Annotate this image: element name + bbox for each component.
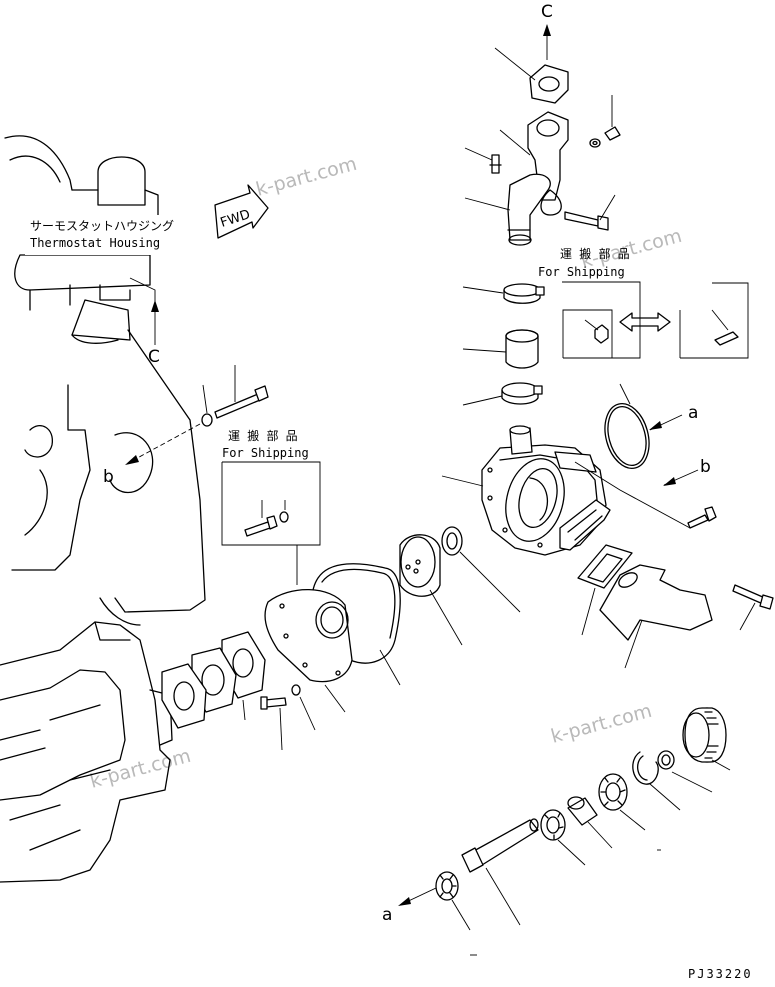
shipping-bracket-far-right bbox=[679, 282, 749, 359]
shipping-bracket-left bbox=[221, 461, 321, 585]
ref-a-right: a bbox=[688, 403, 698, 423]
bolt-pump bbox=[687, 506, 717, 529]
pump-cover-disc bbox=[399, 534, 463, 646]
fwd-label: FWD bbox=[219, 207, 252, 231]
shipping-right-jp: 運 搬 部 品 bbox=[560, 246, 630, 261]
bolt-top-right bbox=[604, 95, 621, 141]
reference-arrow-a-bottom: a bbox=[382, 887, 437, 925]
bolt-pipe bbox=[732, 584, 774, 631]
o-ring: a bbox=[604, 383, 698, 469]
ref-a-bottom: a bbox=[382, 905, 392, 925]
shipping-label-left: 運 搬 部 品 For Shipping bbox=[222, 428, 309, 460]
gasket-pump-outlet bbox=[577, 544, 633, 636]
gear-case-cover bbox=[264, 588, 353, 713]
snap-ring bbox=[632, 751, 681, 811]
spacer-sleeve bbox=[567, 796, 613, 849]
oil-seal bbox=[441, 526, 521, 613]
impeller-small bbox=[435, 871, 471, 931]
hose-clamp-upper bbox=[462, 283, 545, 304]
washer-top-right bbox=[589, 138, 601, 148]
shipping-left-jp: 運 搬 部 品 bbox=[228, 428, 298, 443]
water-hose-upper bbox=[464, 173, 551, 246]
bearing-collar bbox=[657, 750, 713, 793]
bearing-small bbox=[540, 809, 586, 866]
drawing-code: PJ33220 bbox=[688, 967, 753, 981]
shipping-left-en: For Shipping bbox=[222, 446, 309, 460]
washer-cover bbox=[291, 684, 316, 731]
bearing-large bbox=[598, 773, 646, 831]
bolt-mount-long: b bbox=[103, 365, 269, 487]
reference-arrow-b-right: b bbox=[663, 457, 711, 486]
water-hose-short bbox=[462, 329, 539, 369]
flange-gasket-3 bbox=[161, 663, 207, 729]
shipping-right-en: For Shipping bbox=[538, 265, 625, 279]
ref-b-right: b bbox=[700, 457, 711, 477]
thermostat-label-en: Thermostat Housing bbox=[30, 236, 160, 250]
bolt-top-left bbox=[464, 147, 502, 174]
pump-shaft bbox=[461, 818, 539, 926]
watermark: k-part.com bbox=[549, 700, 655, 748]
ref-b-left: b bbox=[103, 467, 114, 487]
shipping-bracket-right bbox=[562, 281, 641, 359]
engine-block-outline bbox=[4, 135, 206, 626]
ref-c-top: C bbox=[541, 2, 553, 22]
watermark: k-part.com bbox=[254, 153, 360, 201]
shipping-label-right: 運 搬 部 品 For Shipping bbox=[538, 246, 630, 279]
reference-arrow-c-left: C bbox=[129, 277, 160, 367]
double-arrow-icon bbox=[619, 312, 671, 332]
thermostat-housing-label: サーモスタットハウジング Thermostat Housing bbox=[25, 215, 185, 255]
bolt-cover bbox=[260, 696, 287, 751]
watermark: k-part.com bbox=[88, 745, 194, 793]
hose-clamp-lower bbox=[462, 382, 543, 406]
thermostat-label-jp: サーモスタットハウジング bbox=[30, 219, 174, 233]
ref-c-left: C bbox=[148, 347, 160, 367]
water-pipe-elbow bbox=[599, 564, 713, 669]
bolt-elbow bbox=[564, 194, 616, 231]
engine-lower-housing bbox=[0, 621, 173, 883]
gasket-top bbox=[494, 47, 569, 104]
reference-arrow-c-top: C bbox=[541, 2, 553, 60]
water-pump-body bbox=[441, 425, 691, 556]
pulley bbox=[682, 707, 731, 771]
